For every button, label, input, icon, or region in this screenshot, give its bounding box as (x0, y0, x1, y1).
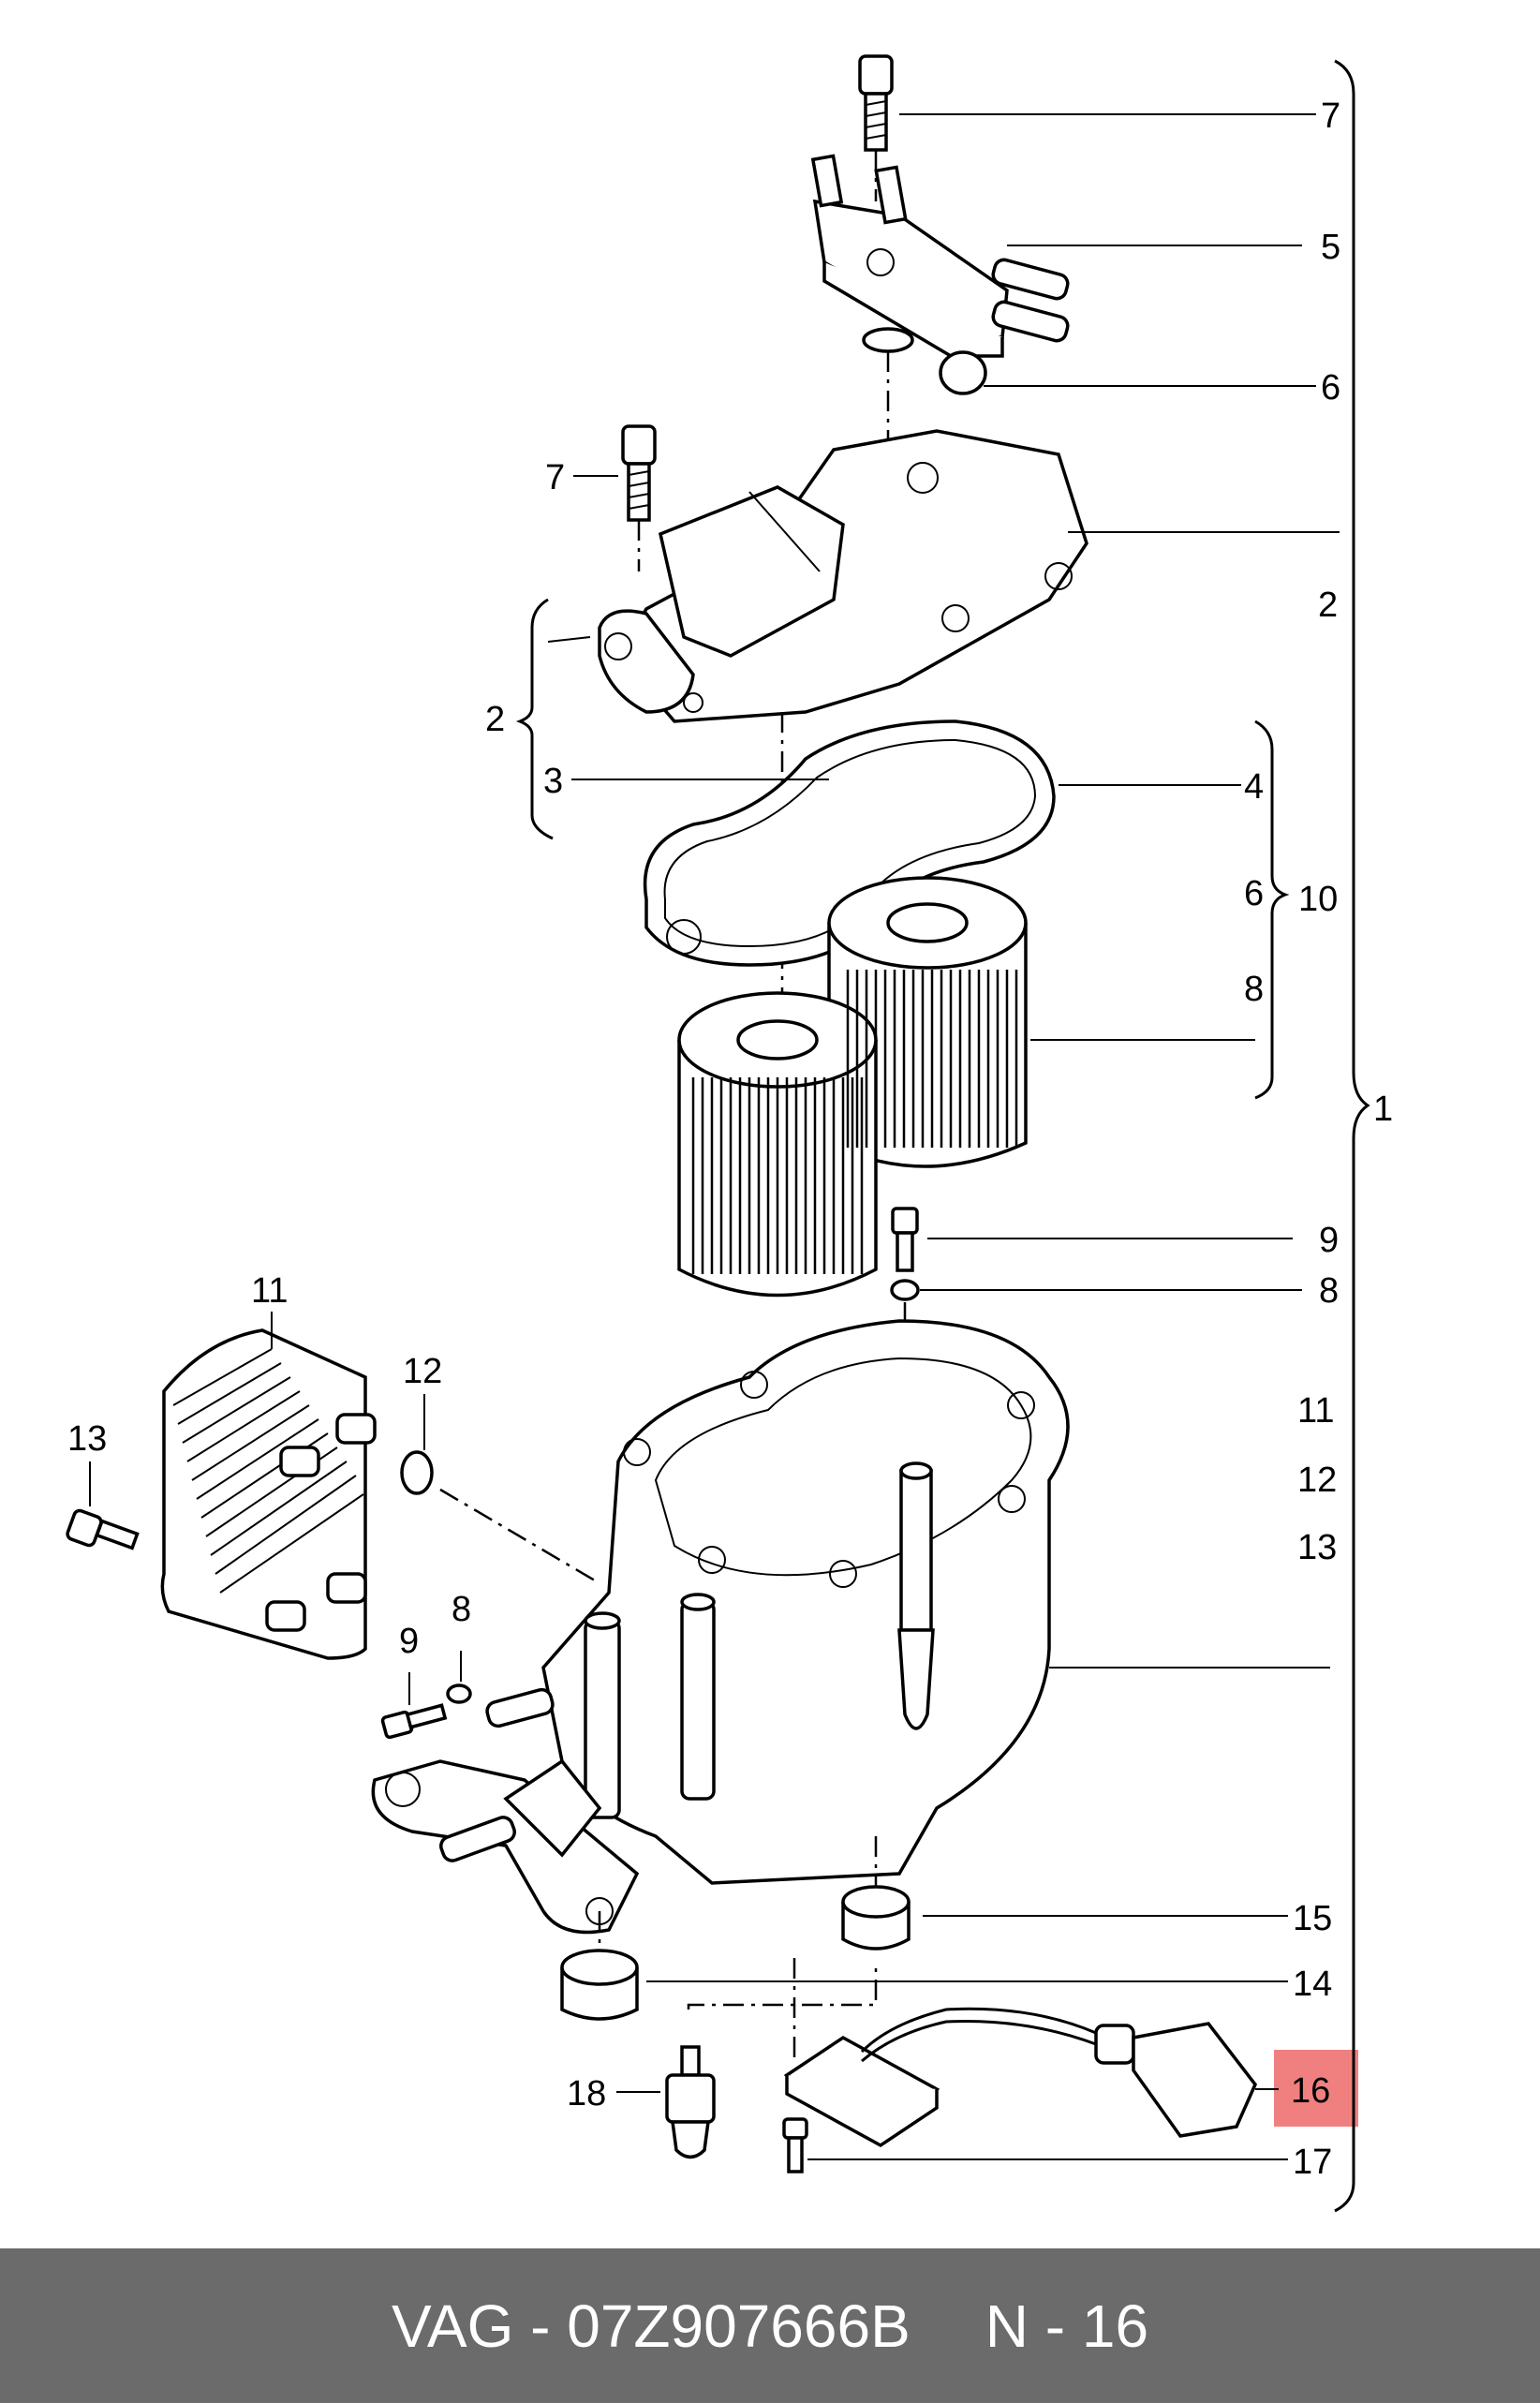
callout-13-left: 13 (67, 1419, 107, 1459)
screw-17 (782, 2117, 808, 2173)
brace-2 (515, 598, 554, 840)
washer-8-left (446, 1684, 472, 1704)
washer-8-center (890, 1279, 920, 1301)
brace-1 (1334, 59, 1370, 2213)
callout-10: 10 (1298, 880, 1338, 919)
callout-8-center: 8 (1319, 1271, 1339, 1311)
callout-5: 5 (1321, 228, 1340, 267)
footer-bar: VAG - 07Z907666B N - 16 (0, 2248, 1540, 2403)
callout-15: 15 (1293, 1899, 1332, 1938)
heater-harness-16 (783, 2007, 1258, 2148)
sensor-18 (665, 2045, 716, 2159)
oil-cooler-11 (160, 1328, 377, 1660)
callout-9-center: 9 (1319, 1221, 1339, 1260)
callout-8-mid: 8 (1244, 970, 1264, 1009)
grommet-14 (560, 1949, 639, 2021)
callout-12-right: 12 (1297, 1461, 1337, 1500)
bolt-9-left (380, 1703, 448, 1740)
callout-6-mid: 6 (1244, 874, 1264, 913)
housing-cover-2 (598, 429, 1088, 723)
seal-12-left (400, 1450, 434, 1495)
callout-7-left: 7 (545, 458, 565, 497)
seal-6-right (939, 350, 987, 395)
callout-16: 16 (1291, 2071, 1330, 2111)
callout-11-left: 11 (251, 1271, 288, 1311)
brace-10 (1254, 719, 1290, 1100)
callout-14: 14 (1293, 1965, 1332, 2004)
part-number-label: VAG - 07Z907666B (391, 2292, 911, 2360)
callout-4: 4 (1244, 767, 1264, 807)
seal-6-left (862, 327, 914, 353)
callout-17: 17 (1293, 2143, 1332, 2182)
bolt-7-left (621, 424, 657, 522)
callout-2-left: 2 (485, 700, 505, 739)
bolt-9-center (891, 1207, 919, 1272)
callout-13-right: 13 (1297, 1528, 1337, 1567)
grommet-15 (841, 1885, 911, 1951)
callout-6-top: 6 (1321, 368, 1340, 408)
callout-8-left: 8 (452, 1590, 471, 1629)
gasket-4 (643, 719, 1056, 967)
callout-12-left: 12 (403, 1352, 442, 1391)
bolt-13 (66, 1508, 140, 1550)
sensor-block-5 (810, 154, 1070, 358)
callout-18: 18 (567, 2074, 606, 2114)
callout-9-left: 9 (399, 1622, 419, 1661)
callout-3: 3 (543, 762, 563, 801)
highlight-box-16 (1274, 2050, 1358, 2127)
filter-housing-lower (371, 1319, 1070, 1935)
callout-2-right: 2 (1318, 586, 1338, 625)
callout-1: 1 (1373, 1090, 1393, 1129)
bolt-7-top (858, 54, 894, 152)
filter-pleats (691, 970, 1018, 1274)
callout-11-right: 11 (1297, 1391, 1334, 1431)
callout-7-top: 7 (1321, 96, 1340, 136)
diagram-page-label: N - 16 (985, 2292, 1149, 2360)
exploded-parts-diagram: 7 5 6 2 7 2 3 4 6 10 8 1 9 8 11 12 13 11… (66, 54, 1393, 2213)
